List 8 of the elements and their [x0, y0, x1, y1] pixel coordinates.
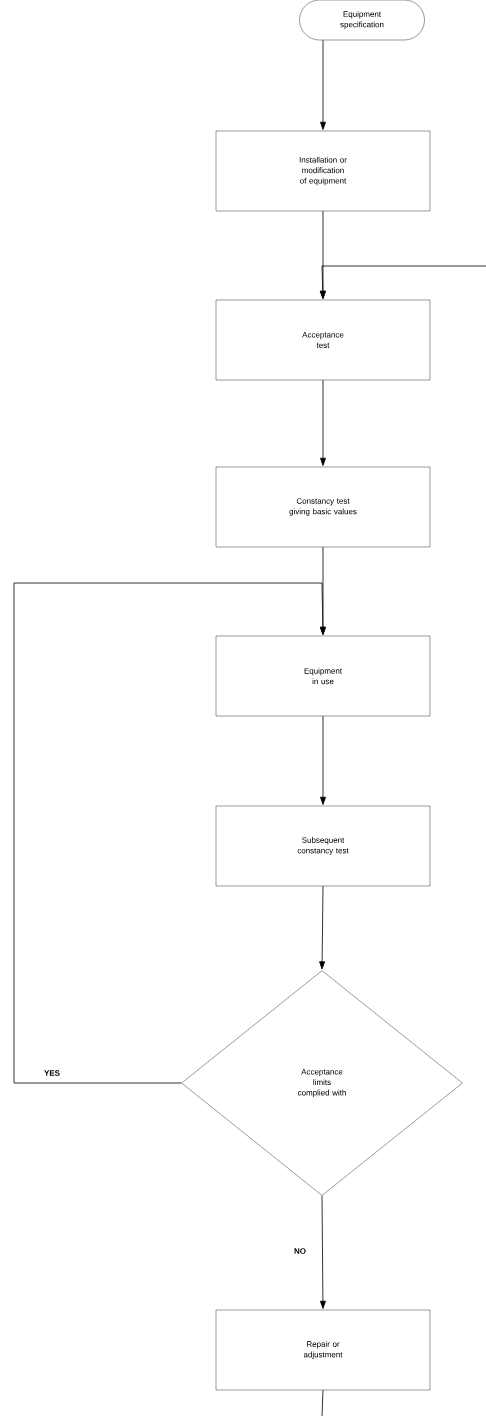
arrow [320, 39, 326, 130]
arrow [320, 1195, 326, 1309]
connector-line [321, 1389, 324, 1416]
arrow [319, 885, 326, 970]
arrow [13, 582, 326, 1084]
arrow [320, 715, 326, 805]
arrow [319, 265, 486, 299]
arrow [320, 379, 326, 466]
